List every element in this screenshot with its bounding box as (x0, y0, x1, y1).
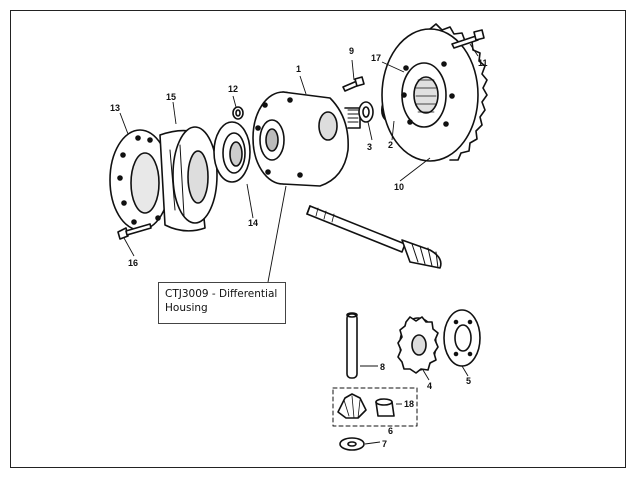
part-label-4: 4 (427, 381, 432, 391)
part-16-bolt (117, 223, 152, 240)
part-number-labels: 1 2 3 4 5 6 7 8 9 10 11 12 13 14 15 16 1… (110, 46, 488, 449)
part-label-12: 12 (228, 84, 238, 94)
part-label-1: 1 (296, 64, 301, 74)
part-label-3: 3 (367, 142, 372, 152)
diagram-frame (10, 10, 626, 468)
part-label-2: 2 (388, 140, 393, 150)
part-15-housing-body (159, 126, 218, 232)
part-label-10: 10 (394, 182, 404, 192)
part-18-bush (375, 398, 395, 417)
part-label-5: 5 (466, 376, 471, 386)
part-3-bearing (358, 101, 374, 123)
part-label-9: 9 (349, 46, 354, 56)
part-14-bearing (213, 121, 251, 183)
part-4-side-gear (397, 316, 439, 374)
part-label-16: 16 (128, 258, 138, 268)
part-label-14: 14 (248, 218, 258, 228)
part-label-18: 18 (404, 399, 414, 409)
part-12-nut (232, 106, 244, 120)
part-5-thrust-washer (443, 309, 481, 367)
callout-text: CTJ3009 - Differential Housing (165, 288, 278, 314)
part-9-bolt (342, 76, 365, 92)
callout-box: CTJ3009 - Differential Housing (158, 282, 286, 324)
part-6-kit-box (332, 387, 418, 427)
part-label-13: 13 (110, 103, 120, 113)
part-label-15: 15 (166, 92, 176, 102)
part-11-bolt (451, 29, 485, 49)
part-7-washer (339, 437, 365, 451)
part-label-8: 8 (380, 362, 385, 372)
part-label-11: 11 (478, 58, 488, 68)
leader-lines (119, 43, 479, 445)
part-10-pinion-shaft (306, 205, 442, 269)
part-8-cross-pin (346, 312, 358, 379)
part-label-6: 6 (388, 426, 393, 436)
part-17-crown-wheel (381, 23, 488, 162)
part-label-17: 17 (371, 53, 381, 63)
part-13-housing-flange (109, 129, 171, 231)
part-label-7: 7 (382, 439, 387, 449)
part-1-differential-case (252, 91, 361, 187)
